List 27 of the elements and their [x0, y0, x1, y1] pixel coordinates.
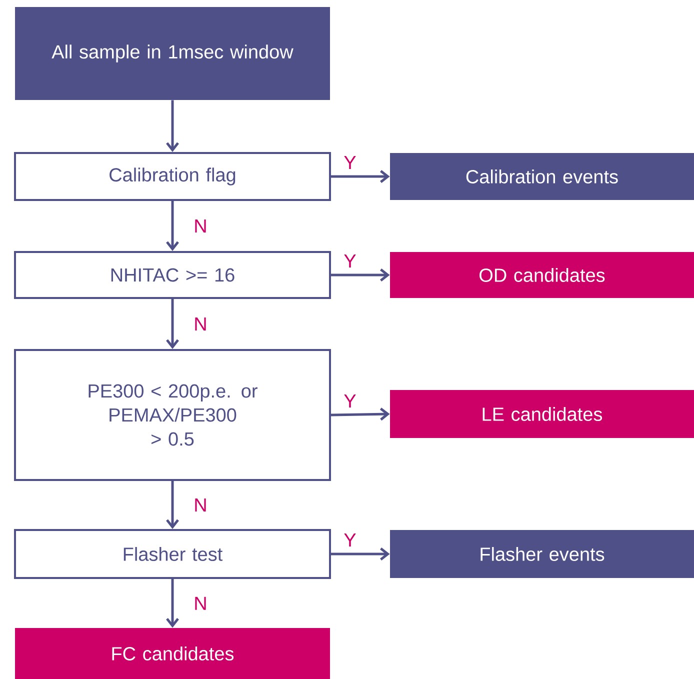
- edge-label: Y: [342, 532, 358, 548]
- arrow: [331, 170, 390, 183]
- edge-label: N: [192, 316, 208, 332]
- arrow: [331, 268, 390, 282]
- process-box: Flasher test: [14, 528, 331, 579]
- edge-label: N: [192, 218, 208, 234]
- process-box: PE300 < 200p.e. or PEMAX/PE300 > 0.5: [14, 348, 331, 481]
- edge-label: Y: [342, 393, 358, 409]
- edge-label: Y: [342, 154, 358, 170]
- result-box: All sample in 1msec window: [15, 6, 330, 100]
- edge-label: Y: [342, 253, 358, 269]
- process-box: Calibration flag: [14, 152, 331, 201]
- arrow: [166, 480, 179, 529]
- arrow: [166, 578, 179, 628]
- arrow: [166, 298, 179, 349]
- result-box: FC candidates: [15, 628, 330, 679]
- edge-label: N: [192, 497, 208, 513]
- result-box: Calibration events: [390, 152, 694, 200]
- result-box: OD candidates: [390, 252, 694, 298]
- result-box: LE candidates: [390, 390, 694, 438]
- edge-label: N: [192, 596, 208, 611]
- process-box: NHITAC >= 16: [14, 251, 331, 299]
- result-box: Flasher events: [390, 530, 694, 578]
- arrow: [331, 548, 390, 560]
- arrow: [166, 200, 179, 251]
- arrow: [166, 100, 179, 152]
- arrow: [330, 408, 390, 421]
